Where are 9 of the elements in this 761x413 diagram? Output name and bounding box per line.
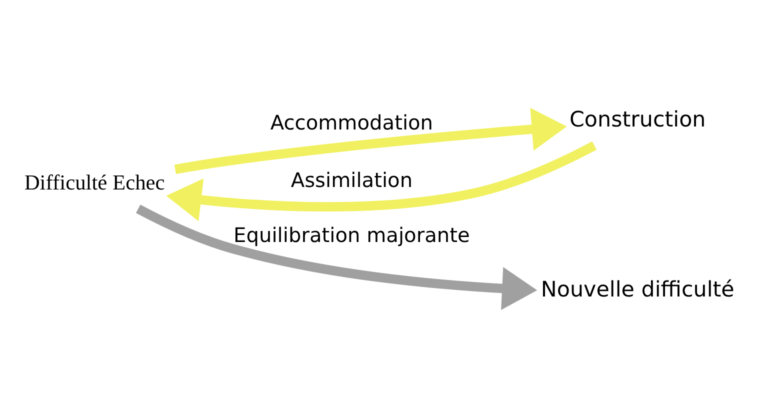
arrow bbox=[136, 204, 538, 310]
edge-label: Accommodation bbox=[270, 110, 434, 134]
node-text: Construction bbox=[569, 108, 706, 133]
node-text: Nouvelle difficulté bbox=[540, 278, 734, 303]
arrow bbox=[174, 108, 567, 174]
node-text: Difficulté Echec bbox=[24, 170, 165, 194]
edge-label: Assimilation bbox=[290, 168, 413, 192]
arrow bbox=[166, 141, 597, 222]
edge-label: Equilibration majorante bbox=[234, 222, 470, 247]
